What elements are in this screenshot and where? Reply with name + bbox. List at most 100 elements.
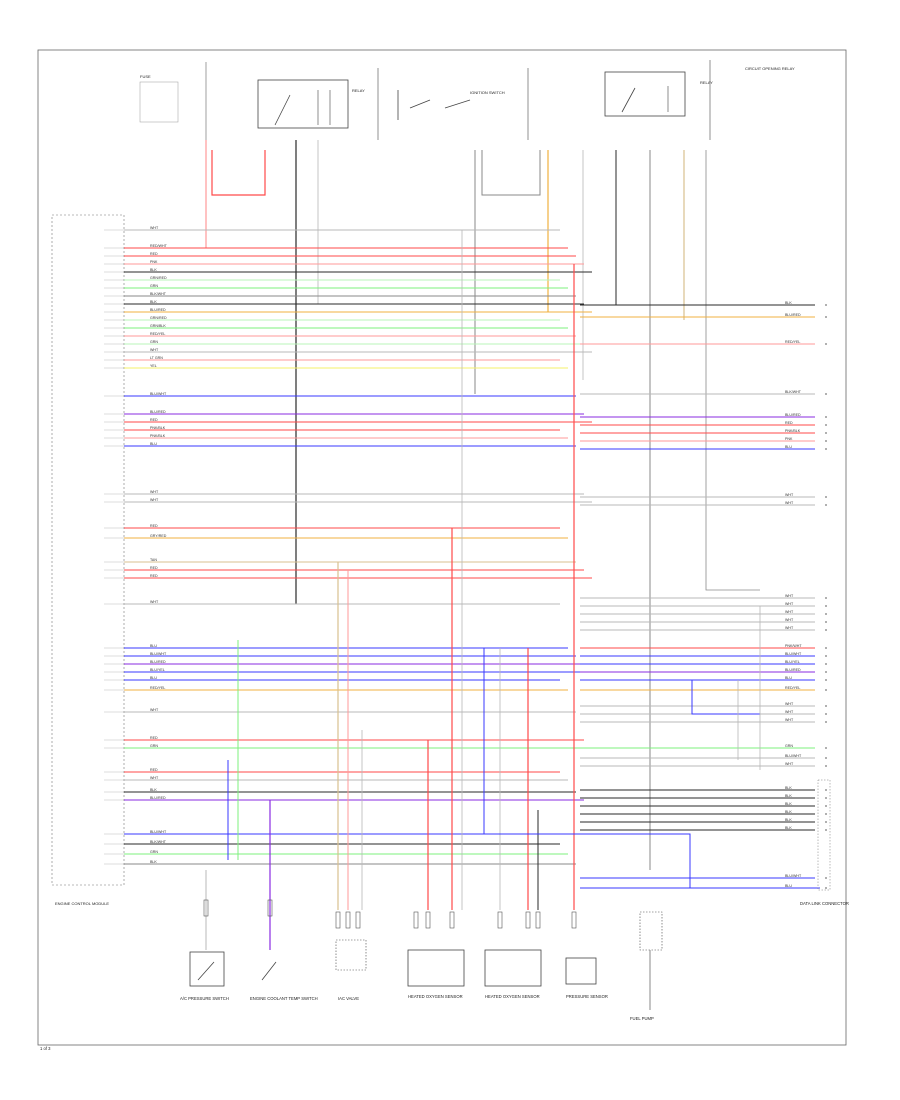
bottom-fuel-pump: FUEL PUMP [630,911,663,1021]
right-wire-label: WHT [785,626,794,630]
ecm-wire-label: RED [150,566,158,570]
svg-text:A/C PRESSURE SWITCH: A/C PRESSURE SWITCH [180,996,229,1001]
right-wire-label: WHT [785,610,794,614]
right-wire-terminal [825,304,827,306]
ecm-wire-label: GRN [150,850,158,854]
ecm-wire-label: WHT [150,348,159,352]
ecm-wire-label: PNK/BLK [150,434,166,438]
bottom-oxygen-sensor-1: HEATED OXYGEN SENSOR [407,949,465,999]
ecm-wire-label: BLK [150,268,157,272]
right-wire-label: BLU/YEL [785,660,800,664]
ecm-pin-labels [104,229,124,865]
ecm-wire-label: BLK/WHT [150,840,167,844]
right-wire-label: BLK [785,818,792,822]
right-wire-label: BLK [785,301,792,305]
right-wire-label: BLU/RED [785,413,801,417]
ecm-wire-label: RED [150,524,158,528]
ecm-wire-label: GRN [150,340,158,344]
right-wire-label: RED/YEL [785,340,800,344]
right-wire-terminal [825,721,827,723]
right-wire-label: WHT [785,602,794,606]
ecm-wire-label: WHT [150,600,159,604]
svg-text:FUSE: FUSE [140,74,151,79]
right-wire-terminal [825,747,827,749]
top-ignition-switch: IGNITION SWITCH [377,68,505,140]
right-wire-terminal [825,597,827,599]
wire-harness-right: BLKBLU/REDRED/YELBLK/WHTBLU/REDREDPNK/BL… [580,301,827,889]
bottom-iac-valve: IAC VALVE [335,939,367,1001]
right-wire-terminal [825,713,827,715]
right-wire-terminal [825,621,827,623]
right-wire-terminal [825,877,827,879]
ecm-wire-label: BLK [150,300,157,304]
ecm-wire-label: BLU/RED [150,660,166,664]
right-wire-terminal [825,765,827,767]
right-wire-terminal [825,679,827,681]
right-wire-label: BLU [785,884,792,888]
right-wire-label: BLU [785,445,792,449]
ecm-wire-label: BLK/WHT [150,292,167,296]
right-wire-terminal [825,316,827,318]
right-wire-label: GRN [785,744,793,748]
right-wire-label: PNK [785,437,793,441]
right-wire-label: BLK [785,810,792,814]
ecm-wire-label: BLU/WHT [150,830,167,834]
right-wire-terminal [825,705,827,707]
ecm-wire-label: GRN/RED [150,276,167,280]
ecm-wire-label: WHT [150,776,159,780]
svg-text:RELAY: RELAY [700,80,713,85]
ecm-wire-label: RED [150,736,158,740]
ecm-wire-label: BLU/RED [150,410,166,414]
right-wire-label: BLK [785,786,792,790]
ecm-wire-label: WHT [150,226,159,230]
svg-text:CIRCUIT OPENING RELAY: CIRCUIT OPENING RELAY [745,66,795,71]
right-wire-terminal [825,605,827,607]
svg-text:IAC VALVE: IAC VALVE [338,996,359,1001]
right-wire-terminal [825,813,827,815]
right-wire-label: BLK [785,802,792,806]
top-circuit-opening-relay: CIRCUIT OPENING RELAY [709,60,795,140]
svg-text:DATA LINK CONNECTOR: DATA LINK CONNECTOR [800,901,849,906]
right-wire-terminal [825,663,827,665]
right-wire-terminal [825,789,827,791]
right-wire-label: BLU/WHT [785,874,802,878]
right-wire-label: RED [785,421,793,425]
bottom-oxygen-sensor-2: HEATED OXYGEN SENSOR [484,949,542,999]
ecm-wire-harness-left: WHT RED/WHT RED PNK BLK GRN/RED GRN BLK/WHT BLK B… [124,226,592,865]
ecm-wire-label: PNK [150,260,158,264]
footer-code: 1 of 3 [40,1046,51,1051]
ecm-wire-label: GRN/RED [150,316,167,320]
ecm-wire-label: GRN [150,284,158,288]
svg-text:ENGINE COOLANT TEMP SWITCH: ENGINE COOLANT TEMP SWITCH [250,996,318,1001]
right-wire-terminal [825,504,827,506]
right-wire-label: WHT [785,710,794,714]
ecm-wire-label: BLU/YEL [150,668,165,672]
right-wire-label: PNK/BLK [785,429,801,433]
ecm-wire-label: BLU/WHT [150,652,167,656]
bottom-coolant-temp-switch: ENGINE COOLANT TEMP SWITCH [250,800,318,1001]
ecm-wire-label: BLU [150,676,157,680]
ecm-wire-label: GRY/RED [150,534,167,538]
ecm-wire-label: RED [150,418,158,422]
right-wire-terminal [825,424,827,426]
ecm-box [51,214,125,886]
right-wire-terminal [825,496,827,498]
connector-terminals [203,899,577,929]
ecm-wire-label: BLK [150,860,157,864]
ecm-wire-label: WHT [150,498,159,502]
ecm-wire-label: BLK [150,788,157,792]
right-wire-terminal [825,689,827,691]
ecm-wire-label: BLU/RED [150,796,166,800]
ecm-wire-label: RED/WHT [150,244,168,248]
ecm-wire-label: BLU [150,442,157,446]
bottom-pressure-sensor: PRESSURE SENSOR [565,957,608,999]
right-wire-label: BLU/RED [785,668,801,672]
right-wire-terminal [825,805,827,807]
top-relay-1: RELAY [257,79,365,129]
ecm-wire-label: RED/YEL [150,332,165,336]
right-wire-terminal [825,797,827,799]
right-wire-label: WHT [785,501,794,505]
right-wire-label: BLU/WHT [785,652,802,656]
right-wire-terminal [825,655,827,657]
middle-vertical-wires [227,230,820,910]
